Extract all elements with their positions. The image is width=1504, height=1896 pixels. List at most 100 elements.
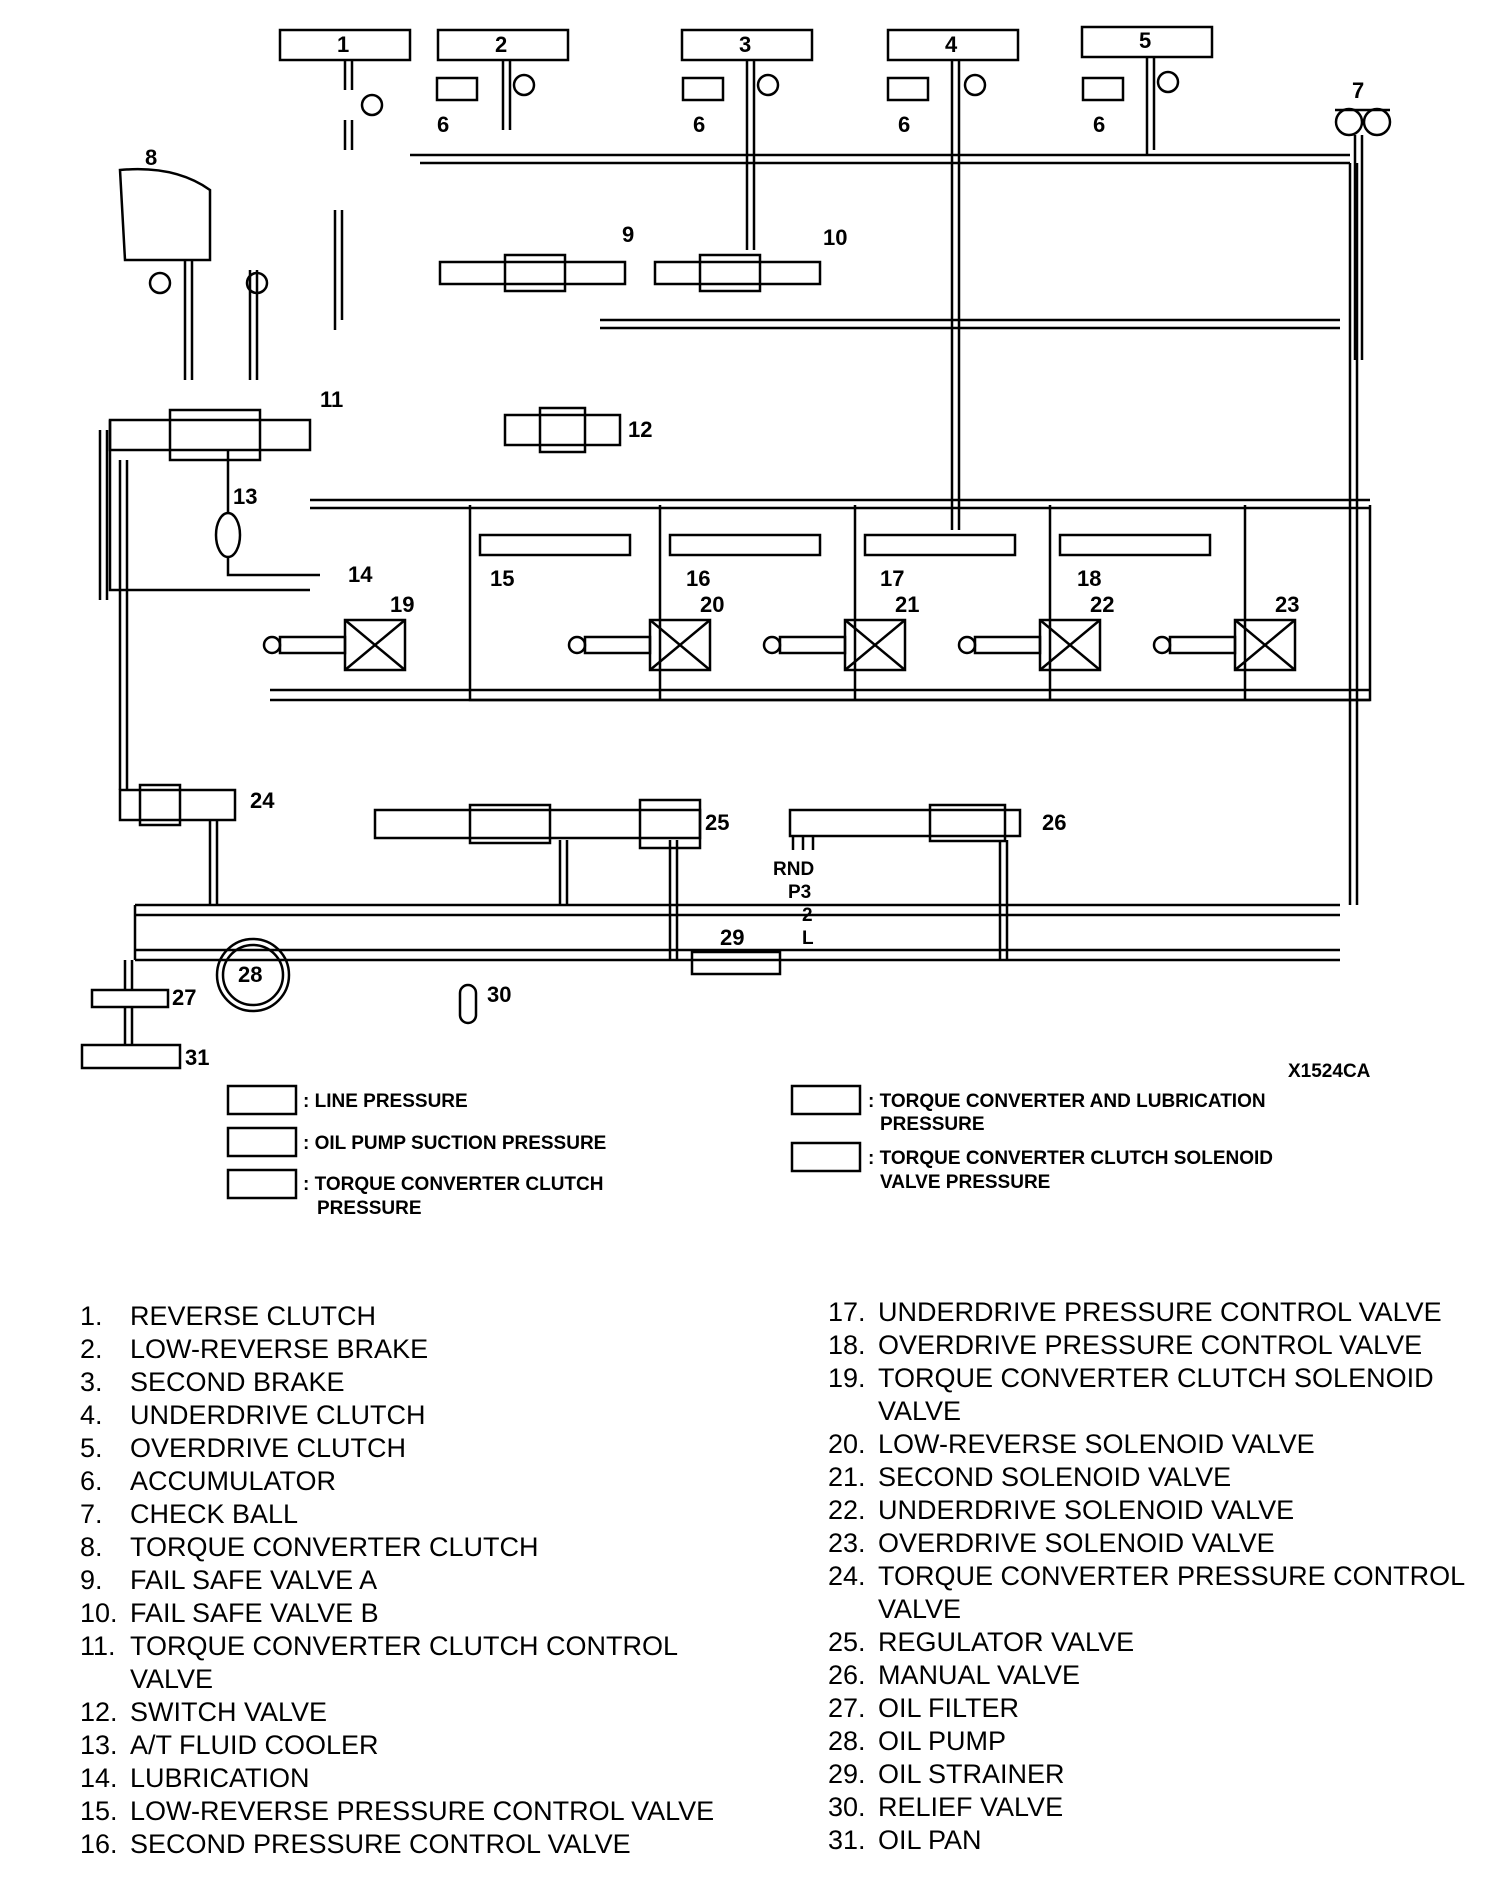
tcc-control-valve	[108, 418, 312, 452]
parts-list-label: UNDERDRIVE PRESSURE CONTROL VALVE	[878, 1297, 1442, 1327]
parts-list-label: RELIEF VALVE	[878, 1792, 1064, 1822]
callout-17: 17	[880, 566, 904, 591]
parts-list-item: 27.OIL FILTER	[828, 1692, 1488, 1725]
parts-list-number: 16.	[80, 1829, 118, 1859]
callout-15: 15	[490, 566, 514, 591]
callout-31: 31	[185, 1045, 209, 1070]
callout-14: 14	[348, 562, 373, 587]
solenoid-valve-21	[762, 618, 907, 672]
parts-list-label: LUBRICATION	[130, 1763, 310, 1793]
callout-24: 24	[250, 788, 275, 813]
parts-list-item: 6. ACCUMULATOR	[80, 1465, 760, 1498]
pressure-control-valve-15	[478, 533, 632, 557]
parts-list-label: UNDERDRIVE SOLENOID VALVE	[878, 1495, 1295, 1525]
callout-16: 16	[686, 566, 710, 591]
callout-26: 26	[1042, 810, 1066, 835]
parts-list-number: 11.	[80, 1631, 116, 1661]
fail-safe-valve-b-spool	[698, 253, 762, 293]
callout-5: 5	[1139, 28, 1151, 53]
callout-7: 7	[1352, 78, 1364, 103]
callout-18: 18	[1077, 566, 1101, 591]
feed-line-2	[501, 60, 512, 130]
parts-list-item: 14.LUBRICATION	[80, 1762, 760, 1795]
legend-swatch-tc-lube	[790, 1084, 862, 1116]
callout-28: 28	[238, 962, 262, 987]
parts-list-item: 15.LOW-REVERSE PRESSURE CONTROL VALVE	[80, 1795, 760, 1828]
callout-10: 10	[823, 225, 847, 250]
shift-position-2: 2	[802, 905, 813, 926]
pressure-control-valve-17	[863, 533, 1017, 557]
parts-list-item: 11.TORQUE CONVERTER CLUTCH CONTROL VALVE	[80, 1630, 760, 1696]
parts-list-label: OVERDRIVE PRESSURE CONTROL VALVE	[878, 1330, 1423, 1360]
parts-list-number: 15.	[80, 1796, 118, 1826]
feed-line-4	[950, 60, 961, 530]
parts-list-label: OVERDRIVE SOLENOID VALVE	[878, 1528, 1275, 1558]
pump-circuit	[133, 903, 1340, 962]
pressure-indicator	[148, 271, 172, 295]
parts-list-number: 9.	[80, 1565, 103, 1595]
parts-list-number: 1.	[80, 1301, 103, 1331]
parts-list-label: SECOND PRESSURE CONTROL VALVE	[130, 1829, 631, 1859]
callout-12: 12	[628, 417, 652, 442]
shift-position-l: L	[802, 928, 814, 949]
drain-line	[270, 688, 1370, 702]
pressure-control-valve-18	[1058, 533, 1212, 557]
accumulator	[681, 76, 725, 102]
parts-list-item: 3. SECOND BRAKE	[80, 1366, 760, 1399]
parts-list-item: 7.CHECK BALL	[80, 1498, 760, 1531]
parts-list-label: ACCUMULATOR	[130, 1466, 337, 1496]
legend-tcc-solenoid-2: VALVE PRESSURE	[880, 1172, 1050, 1193]
parts-list-number: 26.	[828, 1660, 866, 1690]
callout-21: 21	[895, 592, 919, 617]
parts-list-label: SWITCH VALVE	[130, 1697, 328, 1727]
callout-3: 3	[739, 32, 751, 57]
line-pressure-lower	[310, 498, 1370, 510]
parts-list-label: TORQUE CONVERTER PRESSURE CONTROL VALVE	[878, 1561, 1465, 1624]
pressure-indicator	[512, 73, 536, 97]
pan-line	[123, 960, 134, 1045]
callout-4: 4	[945, 32, 958, 57]
at-fluid-cooler	[214, 511, 242, 559]
parts-list-item: 28.OIL PUMP	[828, 1725, 1488, 1758]
parts-list-item: 5.OVERDRIVE CLUTCH	[80, 1432, 760, 1465]
pressure-indicator	[1156, 70, 1180, 94]
parts-list-item: 8.TORQUE CONVERTER CLUTCH	[80, 1531, 760, 1564]
callout-19: 19	[390, 592, 414, 617]
parts-list-label: OIL FILTER	[878, 1693, 1020, 1723]
outer-line-right	[1348, 163, 1359, 905]
parts-list-label: REVERSE CLUTCH	[130, 1301, 377, 1331]
parts-list-number: 29.	[828, 1759, 866, 1789]
callout-29: 29	[720, 925, 744, 950]
fail-safe-valve-b	[653, 260, 822, 286]
callout-8: 8	[145, 145, 157, 170]
parts-list-number: 6.	[80, 1466, 103, 1496]
parts-list-number: 3.	[80, 1367, 103, 1397]
parts-list-number: 17.	[828, 1297, 866, 1327]
legend-tcc-pressure-1: : TORQUE CONVERTER CLUTCH	[303, 1174, 603, 1195]
parts-list-label: REGULATOR VALVE	[878, 1627, 1135, 1657]
lower-connectors	[208, 820, 1009, 960]
parts-list-label: FAIL SAFE VALVE B	[130, 1598, 379, 1628]
parts-list-number: 23.	[828, 1528, 866, 1558]
pressure-indicator	[360, 93, 384, 117]
outer-line-left	[98, 430, 129, 790]
oil-pan	[80, 1043, 182, 1070]
parts-list-label: LOW-REVERSE SOLENOID VALVE	[878, 1429, 1315, 1459]
parts-list-number: 30.	[828, 1792, 866, 1822]
parts-list-item: 4.UNDERDRIVE CLUTCH	[80, 1399, 760, 1432]
relief-valve	[458, 983, 478, 1025]
regulator-valve-spring	[468, 803, 552, 845]
switch-valve-spool	[538, 406, 587, 454]
legend-tcc-solenoid-1: : TORQUE CONVERTER CLUTCH SOLENOID	[868, 1148, 1273, 1169]
parts-list-item: 22.UNDERDRIVE SOLENOID VALVE	[828, 1494, 1488, 1527]
valve-24-spool	[138, 783, 182, 827]
parts-list-item: 26.MANUAL VALVE	[828, 1659, 1488, 1692]
parts-list-item: 10.FAIL SAFE VALVE B	[80, 1597, 760, 1630]
legend-suction-pressure: : OIL PUMP SUCTION PRESSURE	[303, 1133, 606, 1154]
parts-list-label: SECOND BRAKE	[130, 1367, 345, 1397]
check-ball	[1362, 107, 1392, 137]
parts-list-label: UNDERDRIVE CLUTCH	[130, 1400, 426, 1430]
